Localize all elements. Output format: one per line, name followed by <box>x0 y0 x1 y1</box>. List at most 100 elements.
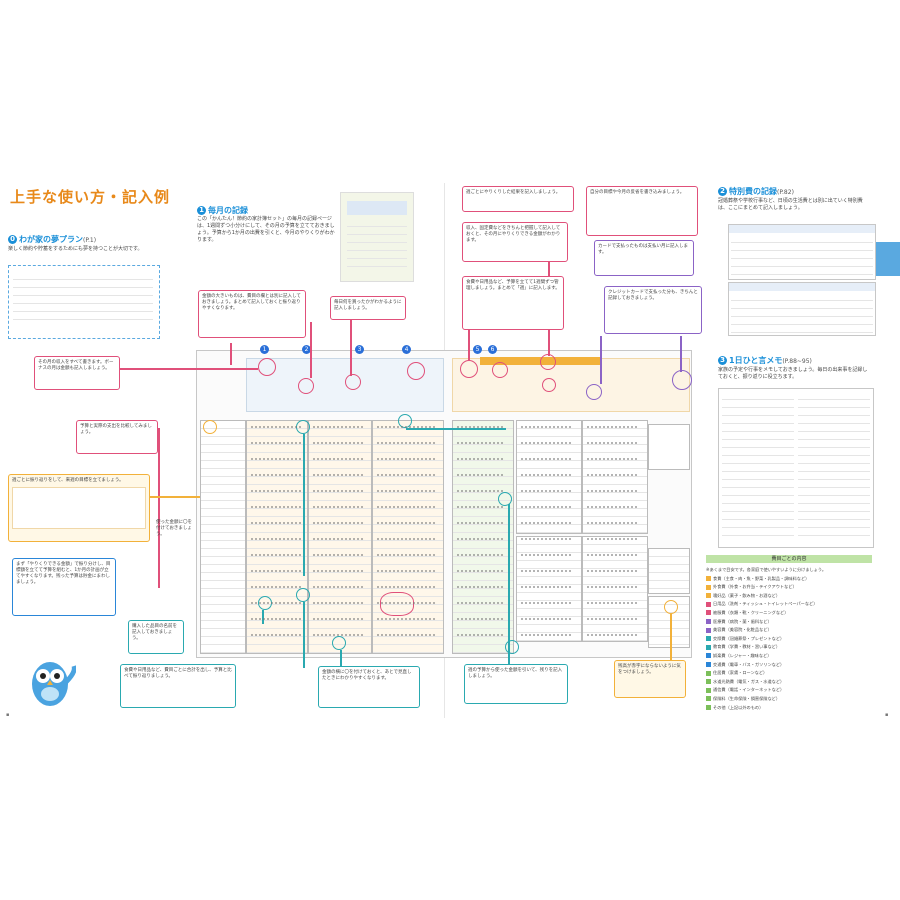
section-number-icon: 0 <box>8 235 17 244</box>
marker-3: 3 <box>355 345 364 354</box>
handwriting-mark <box>521 618 573 620</box>
callout-weekly-budget: 食費や日用品など、予算を立てて1週間ずつ管理しましょう。まとめて「週」に記入しま… <box>462 276 564 330</box>
category-label: 日用品（洗剤・ティッシュ・トイレットペーパーなど） <box>713 601 818 607</box>
special-sample-1 <box>728 224 876 280</box>
leader-line <box>600 336 602 384</box>
highlight-ring <box>542 378 556 392</box>
leader-line <box>158 428 160 588</box>
highlight-ring <box>345 374 361 390</box>
marker-6: 6 <box>488 345 497 354</box>
category-note: ※あくまで目安です。各家庭で使いやすいように分けましょう。 <box>706 567 827 572</box>
memo-sample <box>718 388 874 548</box>
category-swatch-icon <box>706 593 711 599</box>
dream-plan-lines <box>13 272 153 320</box>
handwriting-mark <box>587 442 639 444</box>
highlight-ring <box>505 640 519 654</box>
category-swatch-icon <box>706 610 711 616</box>
category-swatch-icon <box>706 576 711 582</box>
callout-income: その月の収入をすべて書きます。ボーナスの月は金額も記入しましょう。 <box>34 356 120 390</box>
category-label: 外食費（外食・お弁当・テイクアウトなど） <box>713 584 797 590</box>
marker-5: 5 <box>473 345 482 354</box>
callout-item-names: 予算と実際の支出を比較してみましょう。 <box>76 420 158 454</box>
highlight-ring <box>258 358 276 376</box>
leader-line <box>118 368 258 370</box>
handwriting-mark <box>377 554 435 556</box>
callout-budget-sample: 週ごとに振り返りをして、来週の目標を立てましょう。 <box>8 474 150 542</box>
category-label: 水道光熱費（電気・ガス・水道など） <box>713 678 785 684</box>
handwriting-mark <box>377 634 435 636</box>
ledger-week-box-1 <box>516 420 582 534</box>
leader-line <box>508 504 510 668</box>
budget-side-note: 使った金額に〇を付けておきましょう。 <box>156 520 192 537</box>
category-item: 娯楽費（レジャー・趣味など） <box>706 652 872 661</box>
handwriting-mark <box>313 522 365 524</box>
handwriting-mark <box>251 490 301 492</box>
ledger-summary-box-1 <box>648 424 690 470</box>
page-mark-left: ▪ <box>6 712 10 718</box>
handwriting-mark <box>521 554 573 556</box>
category-list: ※あくまで目安です。各家庭で使いやすいように分けましょう。 食費（主食・肉・魚・… <box>706 566 872 712</box>
callout-category-total: 食費や日用品など、費目ごとに合計を出し、予算と比べて振り返りましょう。 <box>120 664 236 708</box>
handwriting-mark <box>521 538 573 540</box>
special-sample-header <box>729 283 875 291</box>
category-item: 外食費（外食・お弁当・テイクアウトなど） <box>706 583 872 592</box>
category-item: 嗜好品（菓子・飲み物・お酒など） <box>706 592 872 601</box>
callout-balance: 残高が赤字にならないように気をつけましょう。 <box>614 660 686 698</box>
highlight-ring <box>672 370 692 390</box>
ledger-week-box-2 <box>582 420 648 534</box>
owl-mascot-icon <box>32 662 76 706</box>
handwriting-mark <box>377 522 435 524</box>
callout-remaining: 週の予算から使った金額を引いて、残りを記入しましょう。 <box>464 664 568 704</box>
category-swatch-icon <box>706 670 711 676</box>
handwriting-mark <box>313 586 365 588</box>
highlight-ring <box>296 588 310 602</box>
section-number-icon: 1 <box>197 206 206 215</box>
handwriting-mark <box>377 602 435 604</box>
handwriting-mark <box>313 474 365 476</box>
handwriting-mark <box>457 554 505 556</box>
handwriting-mark <box>521 474 573 476</box>
category-label: 嗜好品（菓子・飲み物・お酒など） <box>713 592 781 598</box>
category-label: その他（上記以外のもの） <box>713 704 764 710</box>
handwriting-mark <box>251 538 301 540</box>
handwriting-mark <box>313 634 365 636</box>
handwriting-mark <box>457 490 505 492</box>
special-sample-lines <box>731 235 873 277</box>
highlight-ring <box>380 592 414 616</box>
handwriting-mark <box>313 442 365 444</box>
category-swatch-icon <box>706 679 711 685</box>
handwriting-mark <box>587 618 639 620</box>
handwriting-mark <box>457 442 505 444</box>
category-item: 教育費（学費・教材・習い事など） <box>706 643 872 652</box>
handwriting-mark <box>313 506 365 508</box>
handwriting-mark <box>251 458 301 460</box>
handwriting-mark <box>251 602 301 604</box>
handwriting-mark <box>587 586 639 588</box>
handwriting-mark <box>587 602 639 604</box>
category-label: 食費（主食・肉・魚・野菜・乳製品・調味料など） <box>713 575 810 581</box>
handwriting-mark <box>313 618 365 620</box>
handwriting-mark <box>457 618 505 620</box>
budget-sample-lines <box>12 487 146 529</box>
handwriting-mark <box>251 522 301 524</box>
leader-line <box>350 318 352 376</box>
category-swatch-icon <box>706 619 711 625</box>
handwriting-mark <box>457 522 505 524</box>
category-item: 交通費（電車・バス・ガソリンなど） <box>706 661 872 670</box>
category-label: 交通費（電車・バス・ガソリンなど） <box>713 661 785 667</box>
handwriting-mark <box>587 522 639 524</box>
category-label: 娯楽費（レジャー・趣味など） <box>713 652 772 658</box>
leader-line <box>150 496 200 498</box>
handwriting-mark <box>251 618 301 620</box>
handwriting-mark <box>313 426 365 428</box>
handwriting-mark <box>587 458 639 460</box>
category-item: 被服費（衣類・靴・クリーニングなど） <box>706 609 872 618</box>
callout-weekly-result: 週ごとにやりくりした結果を記入しましょう。 <box>462 186 574 212</box>
category-label: 保険料（生命保険・損害保険など） <box>713 695 781 701</box>
memo-ref: (P.88~95) <box>782 358 812 365</box>
handwriting-mark <box>251 586 301 588</box>
handwriting-mark <box>587 554 639 556</box>
handwriting-mark <box>457 506 505 508</box>
handwriting-mark <box>313 458 365 460</box>
